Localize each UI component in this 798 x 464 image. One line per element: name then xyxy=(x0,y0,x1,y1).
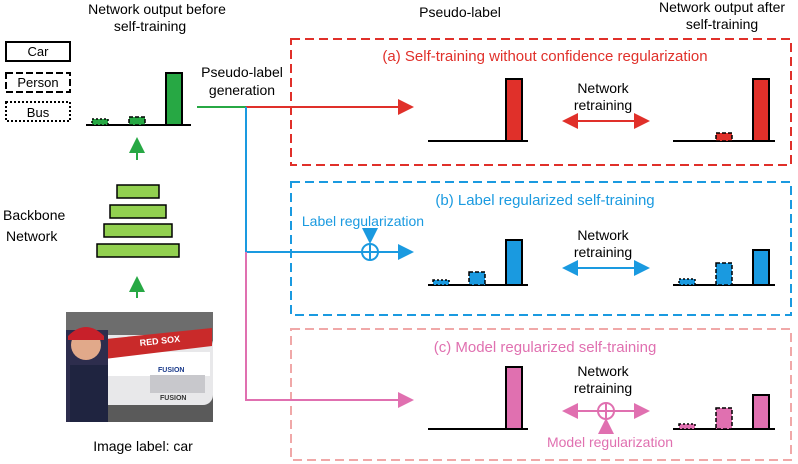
branch-blue xyxy=(245,107,414,260)
panel-b-retraining-line1: Network xyxy=(577,227,629,243)
backbone-layer-3 xyxy=(103,223,173,238)
backbone-layer-4 xyxy=(96,243,180,258)
panel-a-pseudo-bar-car xyxy=(505,78,523,142)
panel-a-pseudo-chart xyxy=(428,78,528,142)
panel-b-reg-label: Label regularization xyxy=(302,213,424,229)
panel-b-pseudo-bar-bus xyxy=(432,279,450,286)
legend-person-box xyxy=(5,72,71,93)
photo-text-fusion-1: FUSION xyxy=(158,367,184,374)
header-after-line2: self-training xyxy=(686,16,758,32)
panel-b-output-bar-bus xyxy=(678,278,696,286)
panel-c-reg-label: Model regularization xyxy=(547,434,673,450)
panel-b-pseudo-bar-person xyxy=(468,271,486,286)
panel-a-output-chart xyxy=(673,78,775,142)
panel-b-title: (b) Label regularized self-training xyxy=(435,192,654,209)
backbone-network-icon xyxy=(96,184,180,258)
panel-c-output-chart xyxy=(673,394,775,430)
legend-bus-label: Bus xyxy=(27,105,50,120)
header-after-line1: Network output after xyxy=(659,0,785,15)
panel-c-border xyxy=(290,328,792,461)
panel-a-title: (a) Self-training without confidence reg… xyxy=(382,48,707,65)
before-bar-bus xyxy=(91,118,109,126)
panel-c-pseudo-chart xyxy=(428,366,528,430)
generation-label-line1: Pseudo-label xyxy=(201,64,283,80)
panel-a-retraining-line1: Network xyxy=(577,80,629,96)
panel-b-pseudo-bar-car xyxy=(505,239,523,286)
panel-b-plus-icon xyxy=(361,243,379,261)
photo-text-fusion-2: FUSION xyxy=(160,395,186,402)
panel-c-plus-icon xyxy=(597,402,615,420)
panel-a-output-bar-person xyxy=(715,132,733,142)
panel-c-title: (c) Model regularized self-training xyxy=(434,339,657,356)
panel-a-output-bar-car xyxy=(752,78,770,142)
backbone-label-line1: Backbone xyxy=(3,207,65,223)
header-before-line1: Network output before xyxy=(88,1,226,17)
panel-b-retraining-line2: retraining xyxy=(574,244,632,260)
generation-label-line2: generation xyxy=(209,82,275,98)
backbone-layer-2 xyxy=(109,204,167,219)
legend-person-label: Person xyxy=(17,75,58,90)
panel-c-output-bar-car xyxy=(752,394,770,430)
photo-text-redsox: RED SOX xyxy=(139,334,180,348)
legend-car-box xyxy=(5,41,71,62)
backbone-label-line2: Network xyxy=(6,228,58,244)
backbone-layer-1 xyxy=(116,184,160,199)
output-before-chart xyxy=(86,72,191,126)
header-pseudo: Pseudo-label xyxy=(419,4,501,20)
panel-b-output-bar-person xyxy=(715,262,733,286)
panel-c-output-bar-person xyxy=(715,407,733,430)
legend-car-label: Car xyxy=(28,44,50,59)
panel-c-retraining-line1: Network xyxy=(577,363,629,379)
panel-b-border xyxy=(290,181,792,316)
panel-b-output-bar-car xyxy=(752,249,770,286)
image-label: Image label: car xyxy=(93,438,193,454)
panel-a-border xyxy=(290,38,792,166)
legend: Car Person Bus xyxy=(5,41,71,122)
legend-bus-box xyxy=(5,101,71,122)
panel-a-retraining-line2: retraining xyxy=(574,97,632,113)
before-bar-car xyxy=(165,72,183,126)
panel-b-output-chart xyxy=(673,249,775,286)
panel-b-pseudo-chart xyxy=(428,239,528,286)
panel-c-pseudo-bar-car xyxy=(505,366,523,430)
input-photo: RED SOX FUSION FUSION xyxy=(66,312,213,422)
header-before-line2: self-training xyxy=(114,18,186,34)
branch-pink xyxy=(245,252,414,408)
before-bar-person xyxy=(128,116,146,126)
panel-c-output-bar-bus xyxy=(678,423,696,430)
panel-c-retraining-line2: retraining xyxy=(574,380,632,396)
